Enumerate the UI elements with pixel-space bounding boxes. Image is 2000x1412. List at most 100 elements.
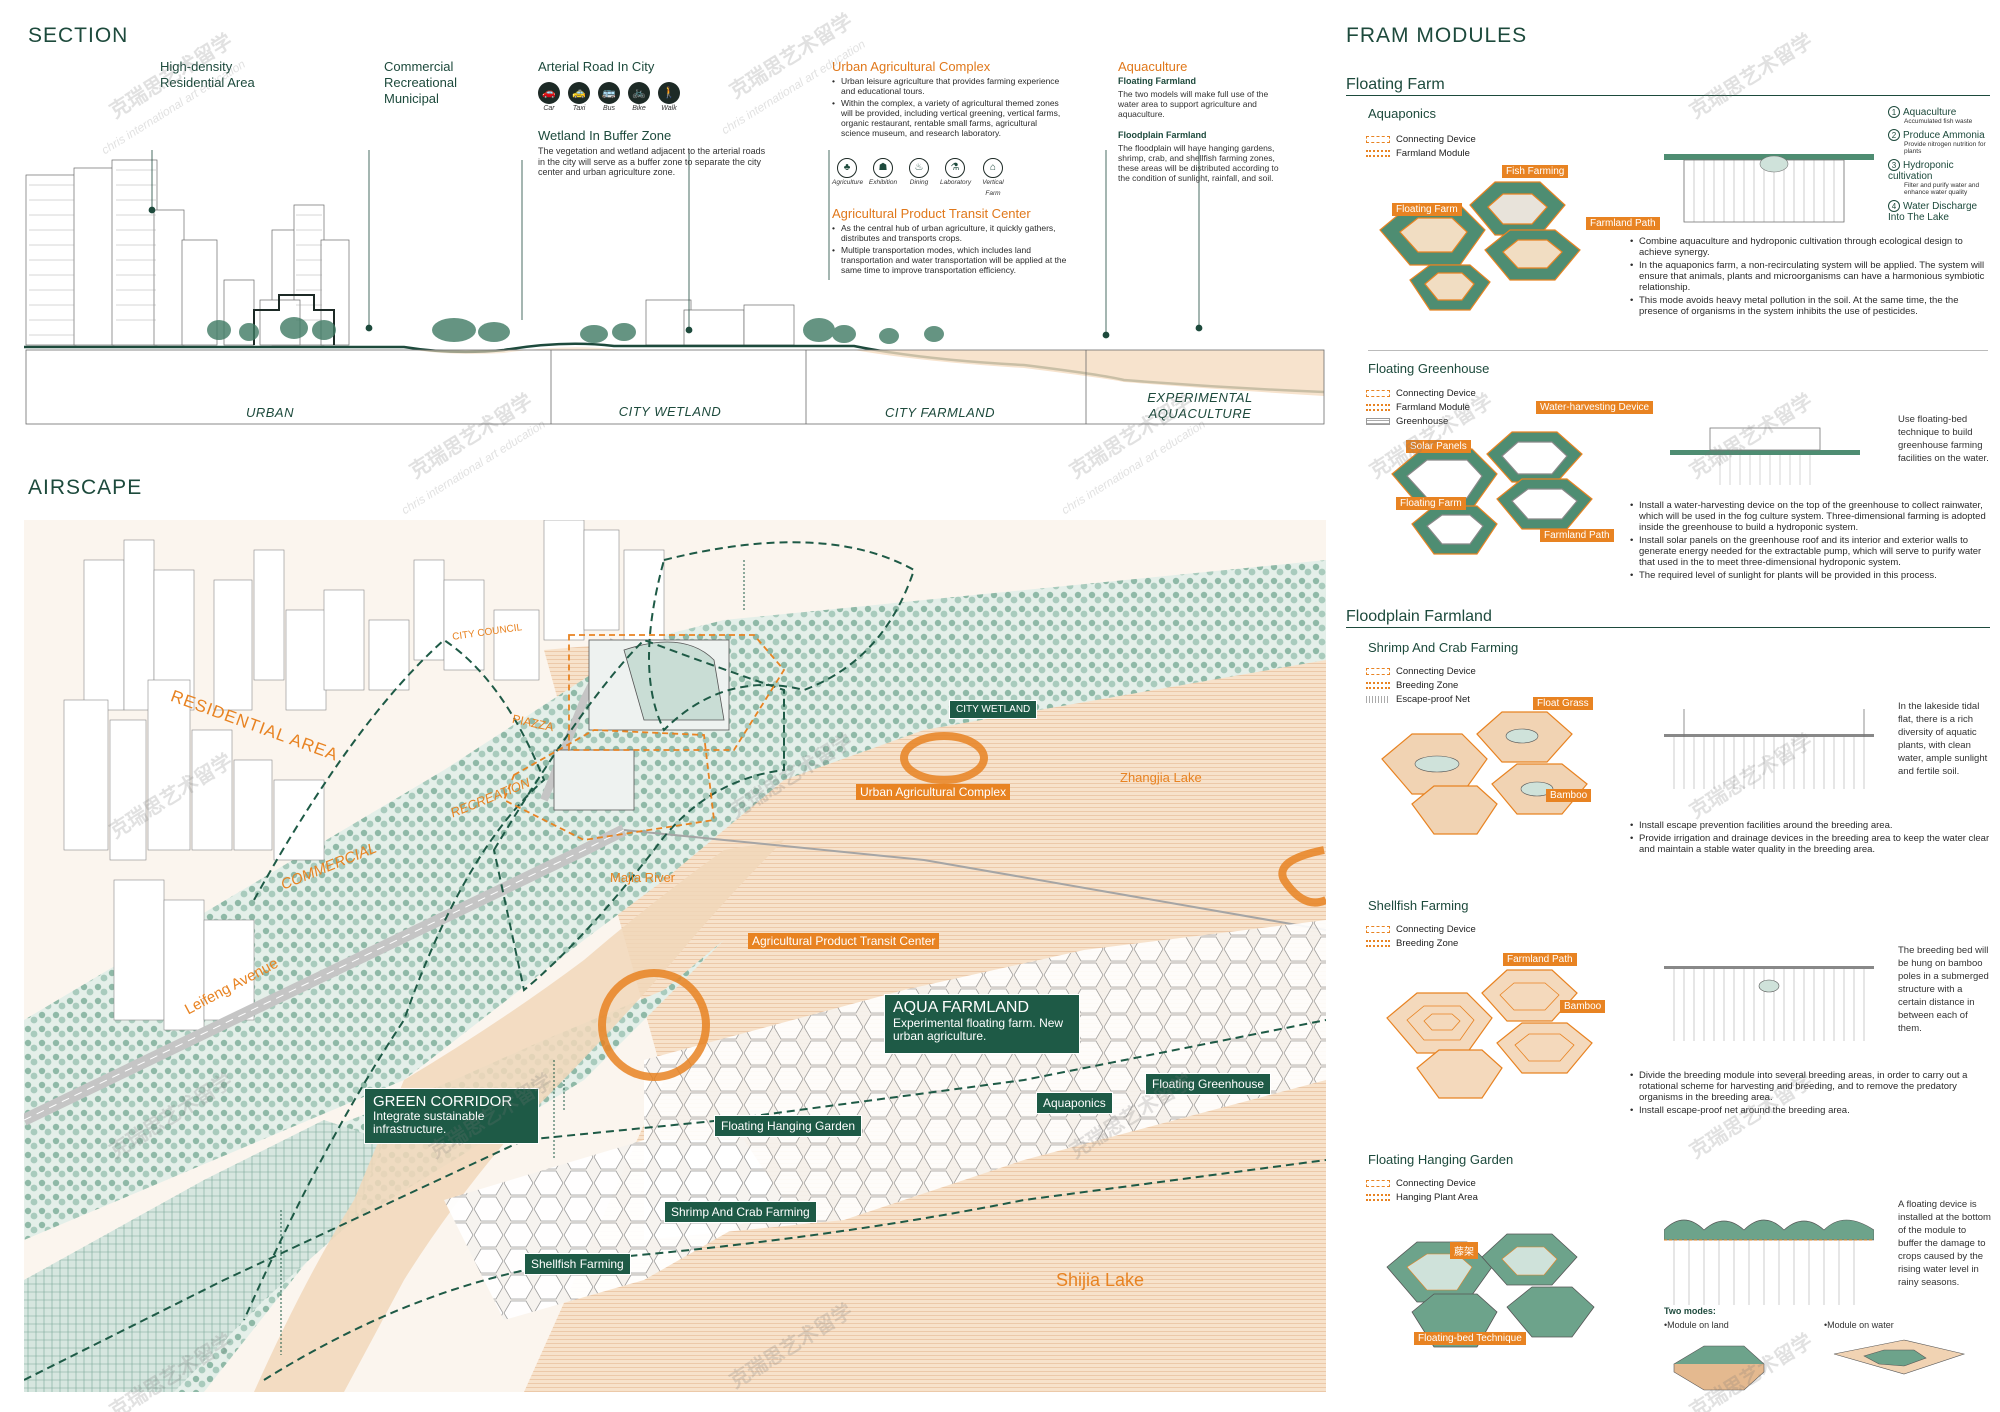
greenhouse-tag-floating-farm: Floating Farm bbox=[1396, 497, 1466, 510]
shrimp-legend: Connecting Device Breeding Zone Escape-p… bbox=[1366, 664, 1476, 706]
floating-farm-rule bbox=[1346, 95, 1990, 96]
bullet-icon: • bbox=[1664, 1320, 1668, 1330]
greenhouse-tag-water-harvesting: Water-harvesting Device bbox=[1536, 401, 1654, 414]
hanging-tag-trellis: 藤架 bbox=[1450, 1242, 1478, 1259]
green-corridor-desc: Integrate sustainable infrastructure. bbox=[373, 1109, 485, 1136]
greenhouse-swatch bbox=[1366, 417, 1390, 425]
greenhouse-hex-diagram bbox=[1391, 431, 1593, 555]
vertical-farm-icon: ⌂ bbox=[983, 158, 1003, 178]
tag-aquaponics: Aquaponics bbox=[1036, 1092, 1113, 1114]
connecting-device-swatch bbox=[1366, 1179, 1390, 1187]
aquaculture-sub2: Floodplain Farmland bbox=[1118, 130, 1207, 140]
airscape-drawing bbox=[24, 520, 1326, 1392]
aquaculture-text2: The floodplain will have hanging gardens… bbox=[1118, 143, 1279, 183]
shrimp-hex-diagram bbox=[1381, 711, 1588, 835]
modules-title: FRAM MODULES bbox=[1346, 24, 1528, 47]
aquaponics-tag-floating-farm: Floating Farm bbox=[1392, 203, 1462, 216]
watermark: chris international art education bbox=[1058, 416, 1208, 518]
shellfish-bullets: Divide the breeding module into several … bbox=[1630, 1070, 1992, 1118]
hanging-two-modes: Two modes: bbox=[1664, 1306, 1716, 1316]
bus-icon: 🚌 bbox=[598, 82, 620, 104]
aqua-farmland-box: AQUA FARMLAND Experimental floating farm… bbox=[884, 994, 1080, 1054]
breeding-zone-swatch bbox=[1366, 681, 1390, 689]
aquaculture-text1: The two models will make full use of the… bbox=[1118, 89, 1269, 119]
aquaponics-legend: Connecting Device Farmland Module bbox=[1366, 132, 1476, 160]
exhibition-icon: ☗ bbox=[873, 158, 893, 178]
wetland-title: Wetland In Buffer Zone bbox=[538, 128, 672, 143]
label-arterial: Arterial Road In City bbox=[538, 59, 655, 74]
zone-urban: URBAN bbox=[245, 405, 294, 420]
bullet-icon: • bbox=[1824, 1320, 1828, 1330]
agriculture-icon: ♣ bbox=[837, 158, 857, 178]
dining-icon: ♨ bbox=[909, 158, 929, 178]
shellfish-legend: Connecting Device Breeding Zone bbox=[1366, 922, 1476, 950]
shellfish-side-text: The breeding bed will be hung on bamboo … bbox=[1898, 945, 1989, 1034]
tag-floating-greenhouse: Floating Greenhouse bbox=[1145, 1073, 1272, 1095]
greenhouse-tag-farmland-path: Farmland Path bbox=[1540, 529, 1614, 542]
escape-proof-net-swatch bbox=[1366, 695, 1390, 703]
zone-city-wetland: CITY WETLAND bbox=[618, 404, 722, 419]
aquaponics-section-diagram bbox=[1664, 154, 1874, 223]
shrimp-title: Shrimp And Crab Farming bbox=[1368, 640, 1519, 655]
shrimp-section-diagram bbox=[1664, 709, 1874, 789]
greenhouse-tag-solar-panels: Solar Panels bbox=[1406, 440, 1471, 453]
shrimp-tag-float-grass: Float Grass bbox=[1533, 697, 1593, 710]
wetland-text: The vegetation and wetland adjacent to t… bbox=[538, 146, 766, 177]
hanging-modes-diagram bbox=[1673, 1339, 1966, 1391]
section-drawing bbox=[24, 150, 1325, 425]
connecting-device-swatch bbox=[1366, 925, 1390, 933]
connecting-device-swatch bbox=[1366, 135, 1390, 143]
uac-title: Urban Agricultural Complex bbox=[832, 59, 991, 74]
shrimp-side-text: In the lakeside tidal flat, there is a r… bbox=[1898, 701, 1988, 777]
aqua-farmland-desc: Experimental floating farm. New urban ag… bbox=[893, 1016, 1064, 1043]
farmland-module-swatch bbox=[1366, 149, 1390, 157]
taxi-icon: 🚕 bbox=[568, 82, 590, 104]
watermark: 克瑞思艺术留学 bbox=[1686, 30, 1817, 124]
shrimp-bullets: Install escape prevention facilities aro… bbox=[1630, 820, 1992, 857]
shellfish-hex-diagram bbox=[1386, 969, 1593, 1099]
label-shijia-lake: Shijia Lake bbox=[1056, 1270, 1145, 1290]
shrimp-tag-bamboo: Bamboo bbox=[1546, 789, 1592, 802]
green-corridor-title: GREEN CORRIDOR bbox=[373, 1093, 513, 1110]
aqua-farmland-title: AQUA FARMLAND bbox=[893, 999, 1030, 1016]
tag-urban-agricultural-complex: Urban Agricultural Complex bbox=[856, 784, 1011, 800]
tag-shrimp-and-crab-farming: Shrimp And Crab Farming bbox=[664, 1201, 817, 1223]
greenhouse-section-diagram bbox=[1670, 427, 1860, 485]
aptc-bullets: As the central hub of urban agriculture,… bbox=[832, 223, 1072, 277]
transport-icons: 🚗Car 🚕Taxi 🚌Bus 🚲Bike 🚶Walk bbox=[538, 82, 680, 115]
shellfish-section-diagram bbox=[1664, 966, 1874, 1041]
aquaculture-title: Aquaculture bbox=[1118, 59, 1188, 74]
airscape-title: AIRSCAPE bbox=[28, 476, 143, 499]
aquaponics-divider bbox=[1368, 350, 1988, 351]
shellfish-tag-farmland-path: Farmland Path bbox=[1503, 953, 1577, 966]
label-majia-river: Majia River bbox=[610, 870, 676, 885]
section-title: SECTION bbox=[28, 24, 129, 47]
connecting-device-swatch bbox=[1366, 667, 1390, 675]
aquaponics-hex-diagram bbox=[1379, 181, 1581, 311]
hanging-title: Floating Hanging Garden bbox=[1368, 1152, 1514, 1167]
green-corridor-box: GREEN CORRIDOR Integrate sustainable inf… bbox=[364, 1088, 539, 1144]
floating-farm-heading: Floating Farm bbox=[1346, 76, 1445, 93]
floodplain-rule bbox=[1346, 627, 1990, 628]
hanging-mode-land: •Module on land bbox=[1664, 1320, 1729, 1330]
aquaponics-title: Aquaponics bbox=[1368, 106, 1436, 121]
farmland-module-swatch bbox=[1366, 403, 1390, 411]
uac-bullets: Urban leisure agriculture that provides … bbox=[832, 76, 1062, 140]
watermark: chris international art education bbox=[398, 416, 548, 518]
aquaponics-bullets: Combine aquaculture and hydroponic culti… bbox=[1630, 236, 1990, 319]
greenhouse-side-text: Use floating-bed technique to build gree… bbox=[1898, 414, 1989, 464]
hanging-legend: Connecting Device Hanging Plant Area bbox=[1366, 1176, 1478, 1204]
uac-icons: ♣Agriculture ☗Exhibition ♨Dining ⚗Labora… bbox=[832, 158, 1010, 199]
greenhouse-bullets: Install a water-harvesting device on the… bbox=[1630, 500, 1992, 583]
hanging-tag-floating-bed: Floating-bed Technique bbox=[1414, 1332, 1526, 1345]
aptc-title: Agricultural Product Transit Center bbox=[832, 206, 1031, 221]
greenhouse-title: Floating Greenhouse bbox=[1368, 361, 1490, 376]
zone-city-farmland: CITY FARMLAND bbox=[884, 405, 996, 420]
hanging-plant-area-swatch bbox=[1366, 1193, 1390, 1201]
aquaponics-tag-fish-farming: Fish Farming bbox=[1502, 165, 1569, 178]
walk-icon: 🚶 bbox=[658, 82, 680, 104]
laboratory-icon: ⚗ bbox=[945, 158, 965, 178]
tag-shellfish-farming: Shellfish Farming bbox=[524, 1253, 631, 1275]
aquaculture-sub1: Floating Farmland bbox=[1118, 76, 1197, 86]
